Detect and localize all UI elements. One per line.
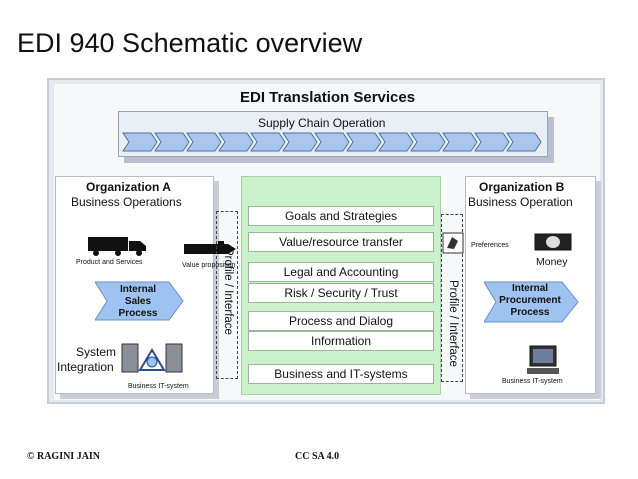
sales-process-line1: Internal (119, 284, 157, 295)
chevron-arrow (282, 132, 318, 152)
slide-title: EDI 940 Schematic overview (17, 28, 363, 58)
layer-information: Information (248, 331, 434, 351)
chevron-arrow (346, 132, 382, 152)
chevron-arrow (506, 132, 542, 152)
truck-icon (88, 237, 146, 256)
chevron-arrow (378, 132, 414, 152)
system-integration-line2: Integration (57, 360, 114, 374)
supply-chain-label: Supply Chain Operation (258, 116, 386, 130)
layer-goals-strategies: Goals and Strategies (248, 206, 434, 226)
chevron-arrow (474, 132, 510, 152)
layer-risk-security-trust: Risk / Security / Trust (248, 283, 434, 303)
sales-process-line3: Process (118, 308, 158, 319)
profile-interface-right-label: Profile / Interface (447, 280, 459, 367)
chevron-arrow (154, 132, 190, 152)
procurement-process-line1: Internal (511, 283, 549, 294)
diagram-title: EDI Translation Services (240, 89, 416, 106)
chevron-arrow (314, 132, 350, 152)
footer-copyright: © RAGINI JAIN (27, 451, 101, 462)
layer-legal-accounting: Legal and Accounting (248, 262, 434, 282)
org-a-it-label: Business IT-system (128, 383, 189, 390)
org-b-it-label: Business IT-system (502, 378, 563, 385)
profile-interface-left (216, 211, 238, 379)
procurement-process-arrow (484, 281, 579, 323)
org-a-subtitle: Business Operations (71, 195, 182, 209)
product-services-label: Product and Services (76, 259, 143, 266)
handshake-icon (184, 241, 236, 254)
footer-license: CC SA 4.0 (295, 451, 340, 462)
layer-process-dialog: Process and Dialog (248, 311, 434, 331)
org-a-title: Organization A (86, 180, 171, 194)
preferences-icon (442, 232, 464, 254)
chevron-arrow (250, 132, 286, 152)
org-b-title: Organization B (479, 180, 565, 194)
chevron-arrow (442, 132, 478, 152)
preferences-label: Preferences (471, 242, 509, 249)
layer-value-resource-transfer: Value/resource transfer (248, 232, 434, 252)
profile-interface-left-label: Profile / Interface (222, 248, 234, 335)
sales-process-line2: Sales (124, 296, 152, 307)
org-b-subtitle: Business Operation (468, 195, 573, 209)
value-proposition-label: Value proposition (182, 262, 236, 269)
procurement-process-line3: Process (510, 307, 550, 318)
chevron-arrow (410, 132, 446, 152)
sales-process-arrow (95, 281, 184, 321)
system-integration-line1: System (76, 345, 117, 359)
profile-interface-right (441, 214, 463, 382)
procurement-process-label: Internal Procurement Process (493, 283, 567, 319)
chevron-arrow (218, 132, 254, 152)
money-icon (534, 233, 572, 251)
procurement-process-line2: Procurement (499, 295, 561, 306)
supply-chain-chevrons (122, 132, 542, 152)
chevron-arrow (122, 132, 158, 152)
money-label: Money (536, 256, 568, 268)
computer-icon (527, 345, 559, 374)
chevron-arrow (186, 132, 222, 152)
layer-business-it-systems: Business and IT-systems (248, 364, 434, 384)
sales-process-label: Internal Sales Process (108, 284, 168, 320)
servers-icon (121, 343, 183, 373)
